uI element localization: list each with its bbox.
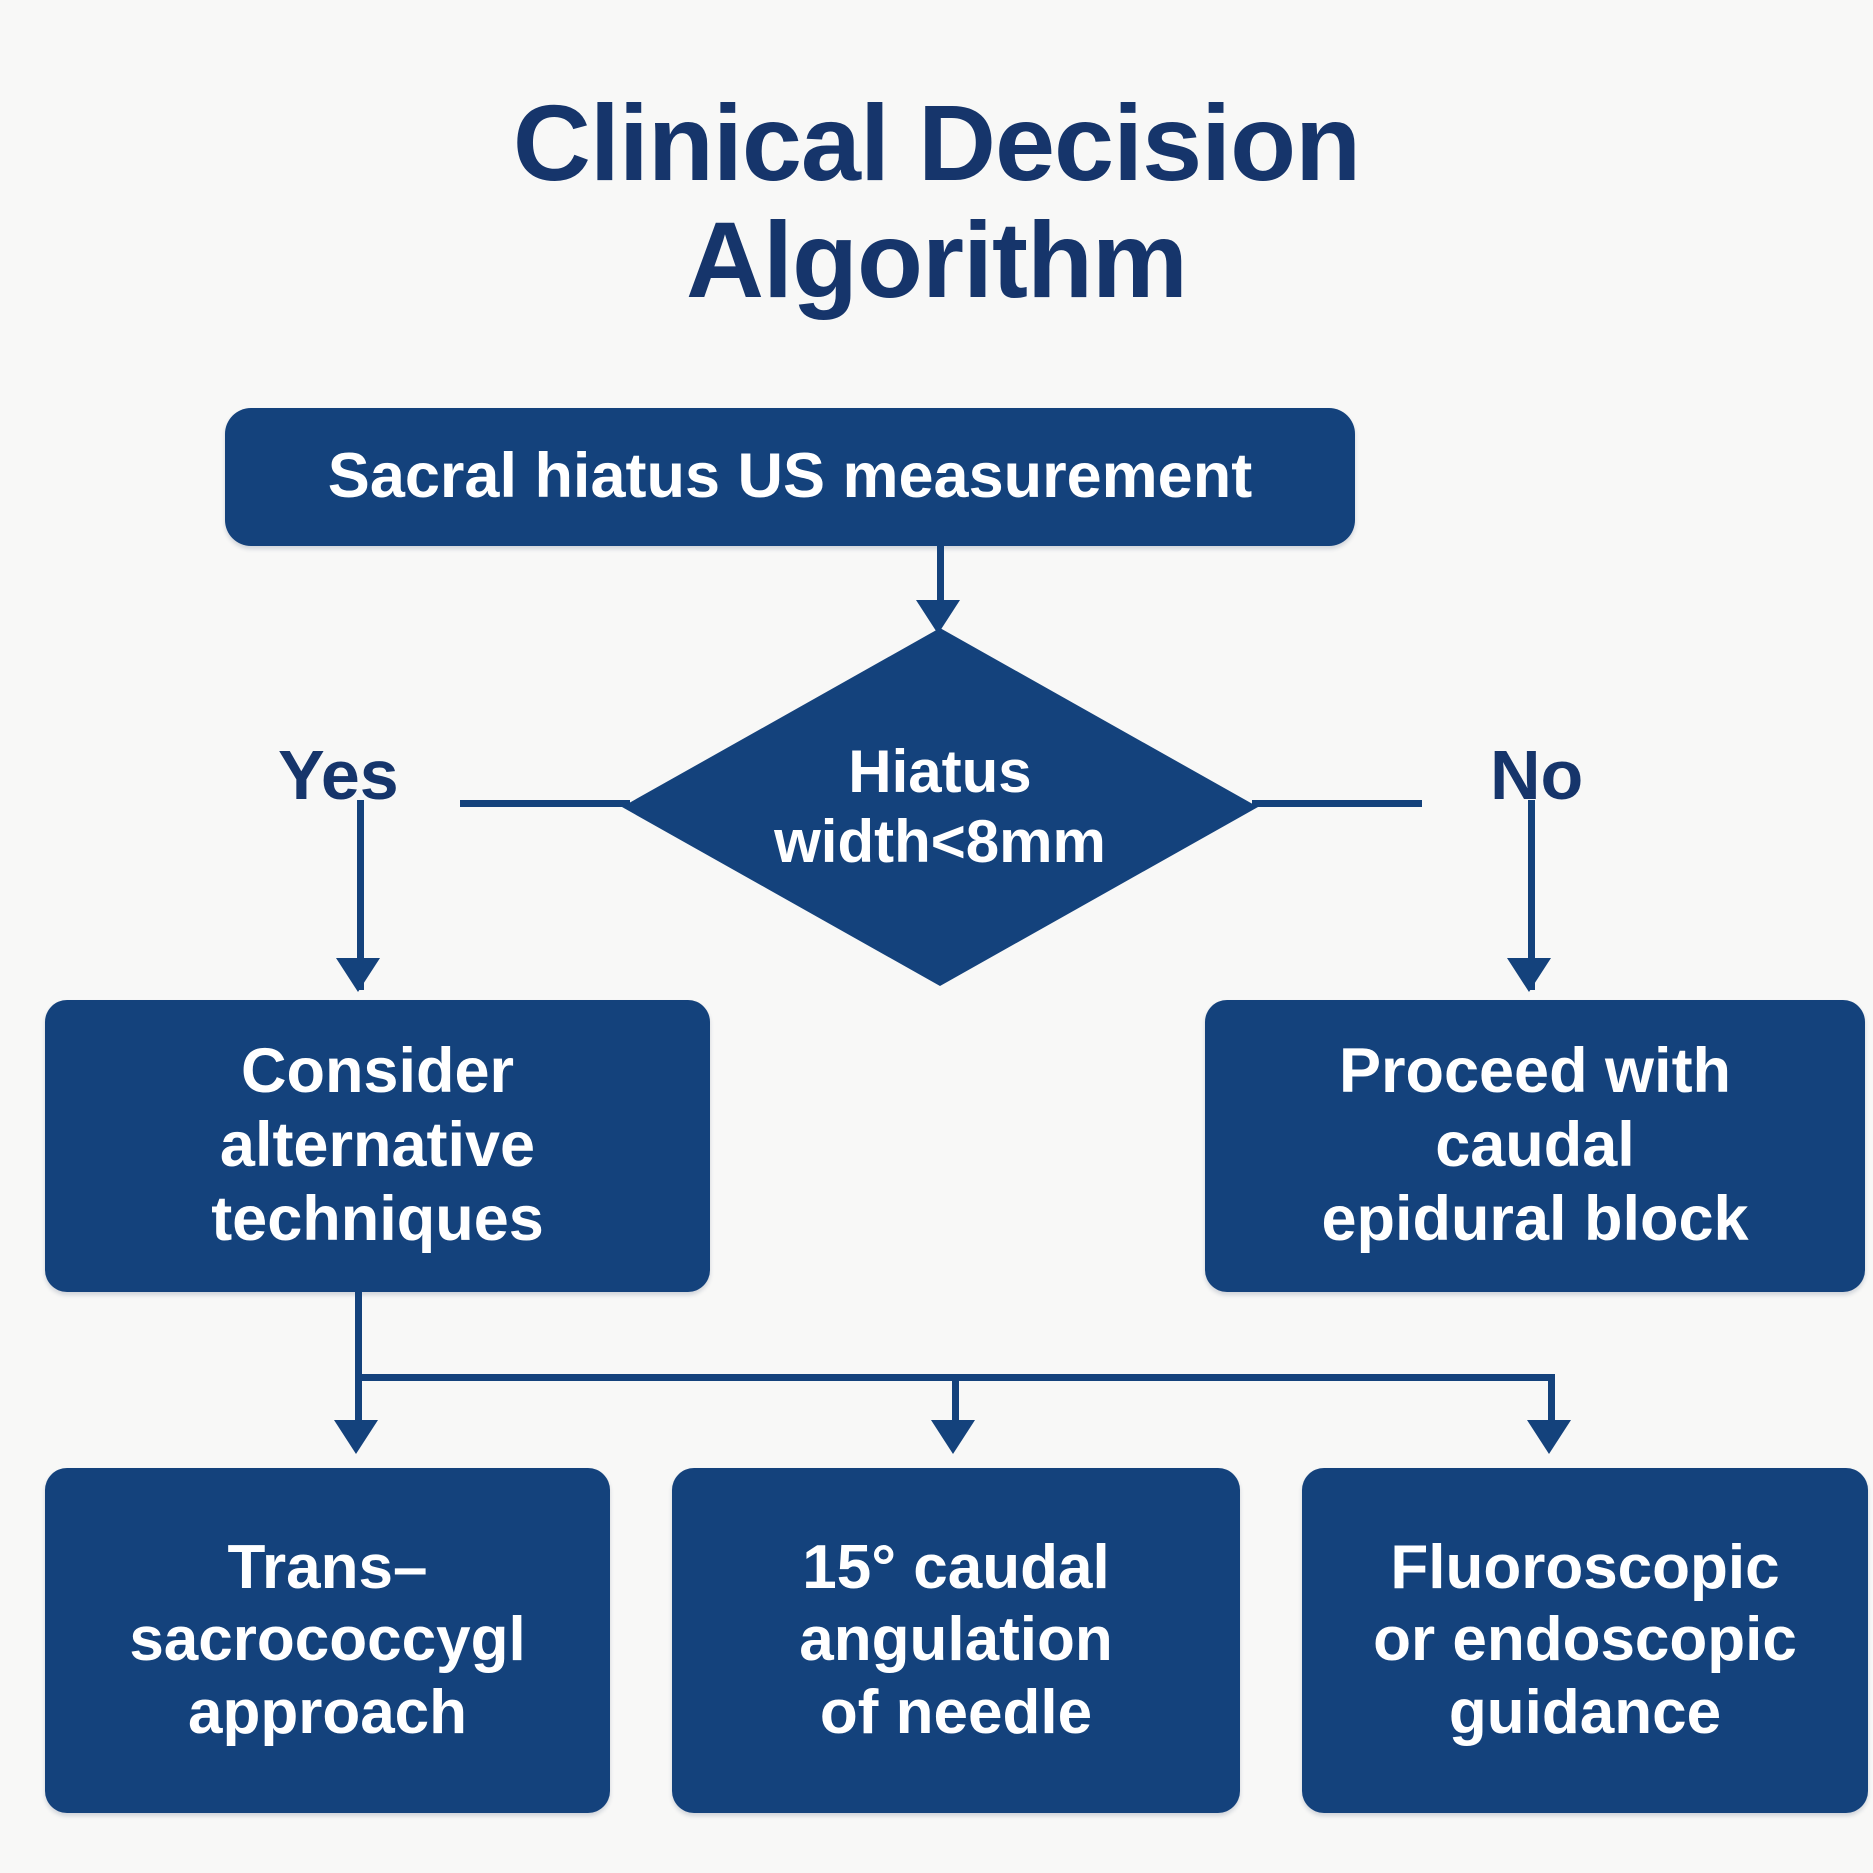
node-decision-hiatus-width[interactable]: Hiatus width<8mm <box>622 628 1258 986</box>
connector-no-down <box>1528 800 1535 990</box>
connector-drop-transsacro <box>355 1374 362 1434</box>
node-fluoroscopic-or-endoscopic-guidance[interactable]: Fluoroscopic or endoscopic guidance <box>1302 1468 1868 1813</box>
page-title: Clinical Decision Algorithm <box>0 82 1873 320</box>
connector-drop-angulation <box>952 1374 959 1434</box>
arrowhead-measure-to-decision <box>916 600 960 634</box>
node-15-degree-caudal-angulation-of-needle[interactable]: 15° caudal angulation of needle <box>672 1468 1240 1813</box>
diamond-shape <box>622 628 1258 986</box>
arrowhead-fluoroscopic <box>1527 1420 1571 1454</box>
arrowhead-no-branch <box>1507 958 1551 992</box>
connector-decision-to-no <box>1252 800 1422 807</box>
connector-alternative-down <box>355 1292 362 1380</box>
connector-decision-to-yes <box>460 800 630 807</box>
title-line-2: Algorithm <box>686 198 1188 320</box>
connector-measure-to-decision <box>937 546 944 608</box>
title-line-1: Clinical Decision <box>512 82 1361 203</box>
arrowhead-angulation <box>931 1420 975 1454</box>
branch-label-yes: Yes <box>278 736 399 814</box>
node-proceed-with-caudal-epidural-block[interactable]: Proceed with caudal epidural block <box>1205 1000 1865 1292</box>
node-sacral-hiatus-us-measurement[interactable]: Sacral hiatus US measurement <box>225 408 1355 546</box>
connector-yes-down <box>357 800 364 990</box>
arrowhead-yes-branch <box>336 958 380 992</box>
node-trans-sacrococcygl-approach[interactable]: Trans– sacrococcygl approach <box>45 1468 610 1813</box>
arrowhead-transsacro <box>334 1420 378 1454</box>
connector-drop-fluoroscopic <box>1548 1374 1555 1434</box>
branch-label-no: No <box>1490 736 1584 814</box>
node-consider-alternative-techniques[interactable]: Consider alternative techniques <box>45 1000 710 1292</box>
